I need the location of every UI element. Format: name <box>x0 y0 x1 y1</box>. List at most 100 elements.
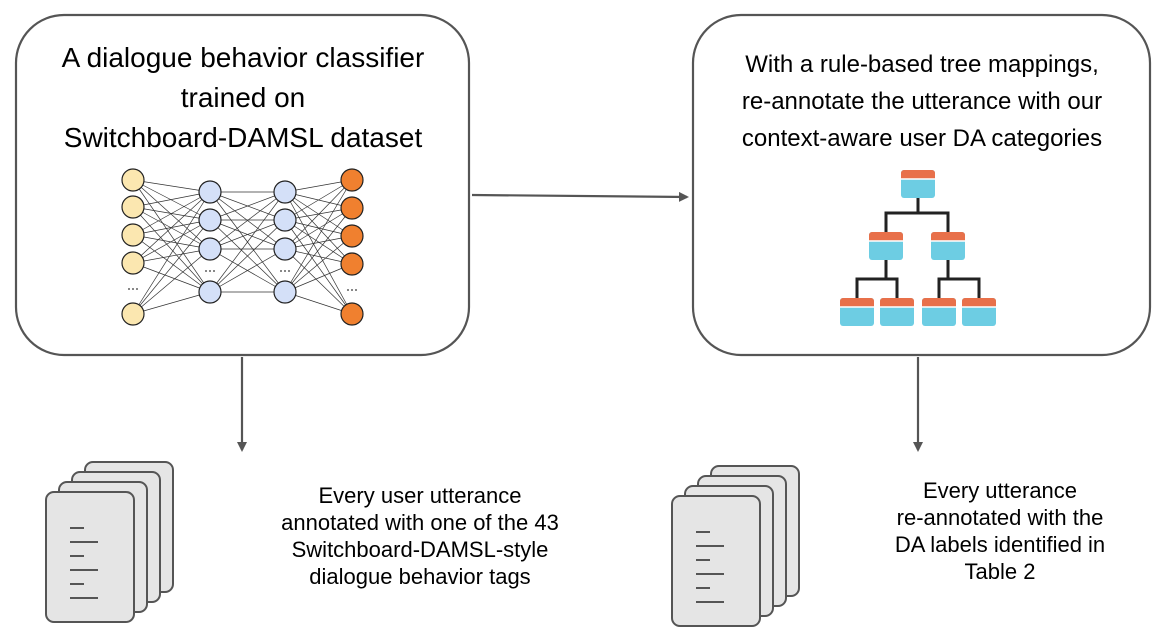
nn-node <box>198 208 222 232</box>
classifier-title: A dialogue behavior classifier trained o… <box>18 38 468 158</box>
nn-connection <box>132 191 211 208</box>
nn-connection <box>284 248 353 315</box>
tree-connector <box>948 277 981 298</box>
nn-connection <box>132 191 211 264</box>
mapping-output-caption: Every utterance re-annotated with the DA… <box>840 477 1160 585</box>
document-page <box>45 491 135 623</box>
nn-node <box>198 237 222 261</box>
nn-ellipsis-dot <box>288 270 290 272</box>
nn-connections <box>132 179 353 315</box>
nn-node <box>198 280 222 304</box>
tree-node <box>901 170 935 198</box>
nn-connection <box>132 179 211 293</box>
mapping-title-line: context-aware user DA categories <box>741 125 1103 152</box>
caption-line: Table 2 <box>964 559 1036 584</box>
nn-ellipsis-dot <box>136 288 138 290</box>
nn-connection <box>132 206 211 293</box>
tree-connector <box>937 260 950 298</box>
nn-node <box>121 223 145 247</box>
nn-connection <box>284 207 353 293</box>
nn-connection <box>132 179 211 193</box>
nn-ellipsis-dot <box>284 270 286 272</box>
tree-node-header-fill <box>880 304 914 307</box>
nn-connection <box>209 191 286 221</box>
tree-node <box>880 298 914 326</box>
nn-node <box>273 237 297 261</box>
nn-ellipsis-dot <box>347 289 349 291</box>
nn-ellipsis-dot <box>205 270 207 272</box>
nn-connection <box>284 219 353 315</box>
caption-line: annotated with one of the 43 <box>281 510 559 535</box>
nn-node <box>121 168 145 192</box>
nn-connection <box>209 191 286 250</box>
nn-node <box>340 168 364 192</box>
nn-connection <box>284 207 353 250</box>
nn-connection <box>132 219 211 264</box>
document-sheet <box>671 495 761 627</box>
nn-ellipsis-dot <box>280 270 282 272</box>
nn-connection <box>209 219 286 293</box>
caption-line: Every user utterance <box>318 483 522 508</box>
tree-node <box>869 232 903 260</box>
tree-node-header-fill <box>869 238 903 241</box>
tree-node-header-fill <box>931 238 965 241</box>
nn-node <box>121 195 145 219</box>
tree-connectors <box>855 197 981 298</box>
tree-node <box>931 232 965 260</box>
nn-connection <box>132 291 211 315</box>
nn-node <box>273 180 297 204</box>
nn-connection <box>132 191 211 236</box>
nn-node <box>340 224 364 248</box>
tree-connector <box>918 211 950 232</box>
nn-connection <box>284 291 353 315</box>
nn-ellipsis-dot <box>351 289 353 291</box>
nn-node <box>273 280 297 304</box>
nn-connection <box>284 179 353 293</box>
caption-line: DA labels identified in <box>894 532 1106 557</box>
tree-node-header-fill <box>922 304 956 307</box>
nn-connection <box>284 179 353 221</box>
document-page <box>671 495 761 627</box>
tree-node <box>962 298 996 326</box>
classifier-title-line: Switchboard-DAMSL dataset <box>63 122 423 153</box>
nn-connection <box>132 179 211 250</box>
nn-connection <box>132 248 211 315</box>
nn-node <box>121 251 145 275</box>
nn-ellipsis-dot <box>209 270 211 272</box>
nn-node <box>340 196 364 220</box>
nn-connection <box>209 191 286 293</box>
nn-connection <box>284 219 353 265</box>
caption-line: dialogue behavior tags <box>309 564 531 589</box>
caption-line: re-annotated with the <box>896 505 1104 530</box>
nn-ellipsis-dot <box>128 288 130 290</box>
caption-line: Switchboard-DAMSL-style <box>291 537 549 562</box>
nn-connection <box>284 179 353 250</box>
mapping-title-line: re-annotate the utterance with our <box>741 88 1103 115</box>
mapping-title: With a rule-based tree mappings, re-anno… <box>696 46 1148 157</box>
nn-connection <box>132 234 211 250</box>
tree-hierarchy-icon <box>840 170 996 326</box>
tree-node-header-fill <box>962 304 996 307</box>
mapping-title-line: With a rule-based tree mappings, <box>745 51 1099 78</box>
tree-connector <box>884 197 920 232</box>
tree-connector <box>855 260 888 298</box>
nn-connection <box>284 191 353 315</box>
tree-node-header-fill <box>840 304 874 307</box>
nn-connection <box>132 206 211 250</box>
nn-ellipsis-dot <box>213 270 215 272</box>
nn-connection <box>132 191 211 315</box>
classifier-output-caption: Every user utterance annotated with one … <box>230 482 610 590</box>
tree-connector <box>886 277 899 298</box>
nn-connection <box>284 235 353 293</box>
classifier-title-line: A dialogue behavior classifier <box>61 42 425 73</box>
nn-node <box>198 180 222 204</box>
nn-node <box>340 302 364 326</box>
nn-node <box>273 208 297 232</box>
neural-network-icon <box>121 168 364 326</box>
nn-connection <box>132 234 211 293</box>
nn-connection <box>132 219 211 315</box>
nn-connection <box>132 248 211 264</box>
document-stack-icon <box>671 465 800 627</box>
tree-node <box>840 298 874 326</box>
